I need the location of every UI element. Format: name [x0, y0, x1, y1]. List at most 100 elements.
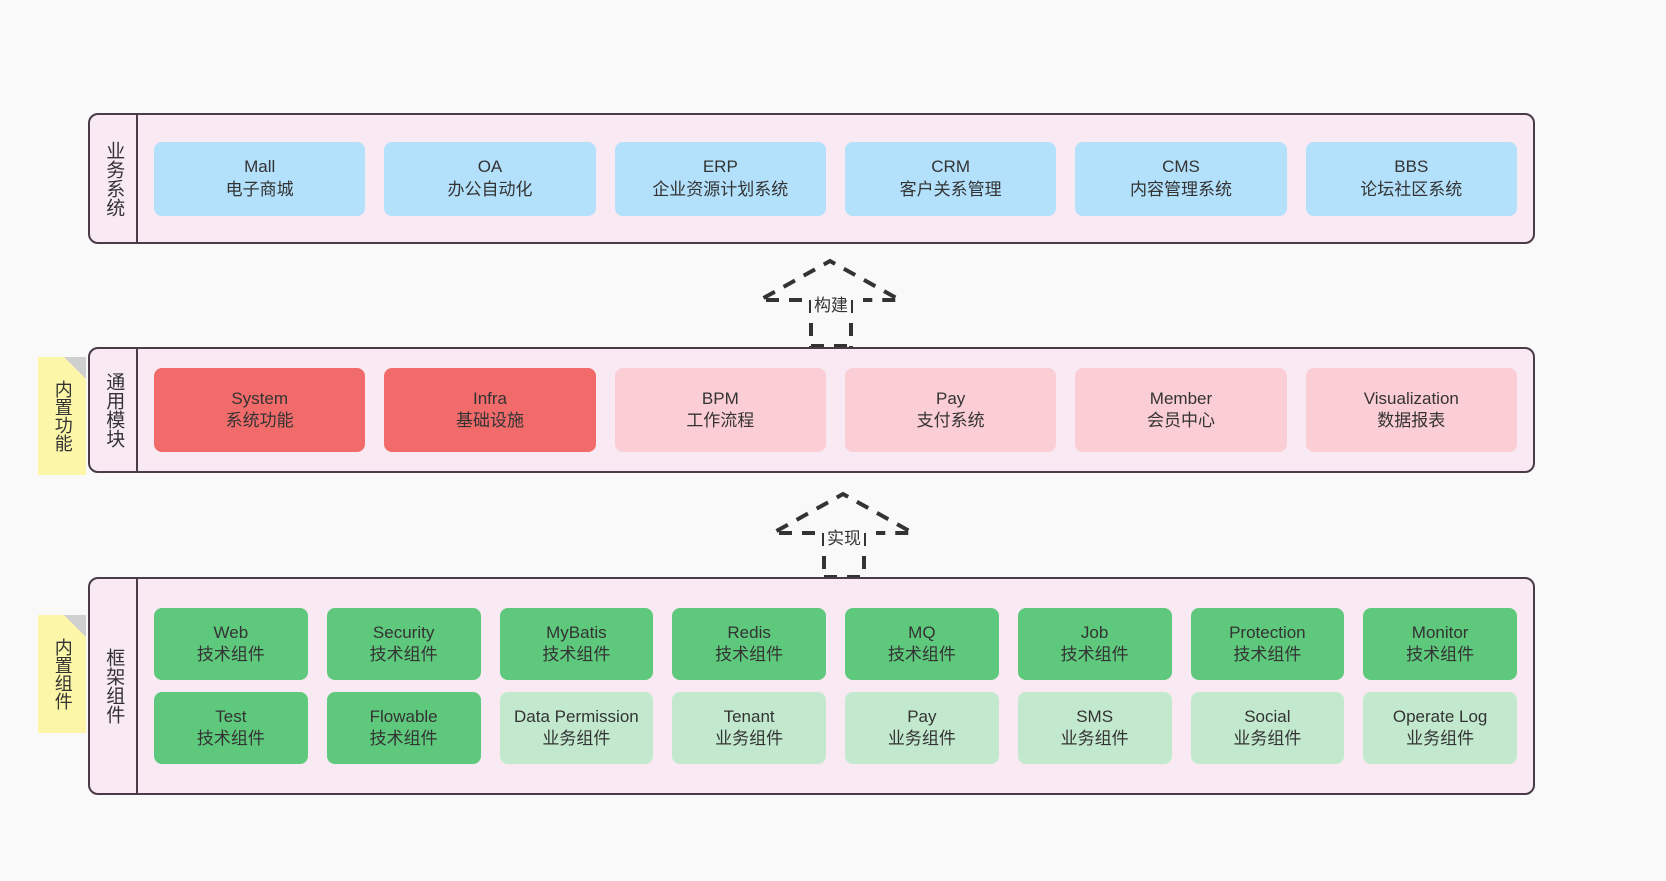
card-subtitle: 业务组件 [542, 729, 611, 748]
note-fold-corner-icon [64, 357, 86, 379]
card-title: OA [477, 157, 503, 177]
connector-build: 构建 [752, 258, 908, 348]
card-crm[interactable]: CRM 客户关系管理 [844, 141, 1057, 216]
card-title: MQ [908, 622, 936, 642]
card-mall[interactable]: Mall 电子商城 [154, 141, 366, 216]
card-job[interactable]: Job 技术组件 [1017, 608, 1172, 680]
card-title: CMS [1162, 157, 1200, 177]
card-bpm[interactable]: BPM 工作流程 [614, 368, 826, 452]
note-label: 内置功能 [52, 380, 73, 452]
card-title: SMS [1076, 706, 1114, 726]
card-subtitle: 基础设施 [455, 411, 524, 430]
note-builtin-components: 内置组件 [38, 615, 86, 733]
card-title: CRM [931, 157, 970, 177]
card-title: Operate Log [1392, 706, 1488, 726]
card-row: Web 技术组件 Security 技术组件 MyBatis 技术组件 Redi… [154, 608, 1517, 680]
card-subtitle: 技术组件 [542, 645, 611, 664]
card-operate-log[interactable]: Operate Log 业务组件 [1363, 692, 1517, 764]
card-subtitle: 数据报表 [1377, 411, 1446, 430]
card-row: System 系统功能 Infra 基础设施 BPM 工作流程 Pay 支付系统… [154, 368, 1517, 452]
card-subtitle: 内容管理系统 [1129, 179, 1232, 199]
card-subtitle: 工作流程 [686, 411, 755, 430]
layer-business-systems: 业务系统 Mall 电子商城 OA 办公自动化 ERP 企业资源计划系统 CRM… [88, 113, 1535, 244]
card-title: Job [1080, 622, 1109, 642]
card-title: Infra [472, 388, 507, 408]
layer-title-common-modules: 通用模块 [90, 349, 138, 471]
card-title: Monitor [1411, 622, 1469, 642]
card-title: ERP [702, 157, 738, 177]
card-subtitle: 业务组件 [1060, 729, 1129, 748]
card-subtitle: 系统功能 [225, 411, 294, 430]
card-protection[interactable]: Protection 技术组件 [1190, 608, 1345, 680]
card-title: Security [372, 622, 435, 642]
card-subtitle: 论坛社区系统 [1360, 179, 1463, 199]
card-redis[interactable]: Redis 技术组件 [672, 608, 826, 680]
card-infra[interactable]: Infra 基础设施 [384, 368, 596, 452]
card-mybatis[interactable]: MyBatis 技术组件 [499, 608, 654, 680]
card-subtitle: 业务组件 [1406, 729, 1475, 748]
layer-title-business-systems: 业务系统 [90, 115, 138, 242]
connector-implement-label: 实现 [824, 524, 864, 549]
card-title: Visualization [1363, 388, 1459, 408]
card-subtitle: 会员中心 [1146, 411, 1215, 430]
card-title: Member [1149, 388, 1213, 408]
card-subtitle: 技术组件 [1233, 645, 1302, 664]
card-oa[interactable]: OA 办公自动化 [384, 141, 596, 216]
card-title: Protection [1229, 622, 1306, 642]
card-sms[interactable]: SMS 业务组件 [1017, 692, 1172, 764]
card-title: Pay [936, 388, 966, 408]
card-pay-component[interactable]: Pay 业务组件 [845, 692, 999, 764]
card-title: Test [215, 706, 247, 726]
card-subtitle: 技术组件 [196, 645, 265, 664]
card-title: Flowable [369, 706, 438, 726]
card-subtitle: 技术组件 [715, 645, 784, 664]
card-pay[interactable]: Pay 支付系统 [844, 368, 1057, 452]
card-title: Tenant [723, 706, 775, 726]
card-monitor[interactable]: Monitor 技术组件 [1363, 608, 1517, 680]
card-data-permission[interactable]: Data Permission 业务组件 [499, 692, 654, 764]
connector-build-label: 构建 [811, 291, 851, 316]
layer-body-business-systems: Mall 电子商城 OA 办公自动化 ERP 企业资源计划系统 CRM 客户关系… [138, 115, 1533, 242]
card-subtitle: 办公自动化 [447, 179, 533, 199]
card-subtitle: 业务组件 [887, 729, 956, 748]
layer-title-framework-components: 框架组件 [90, 579, 138, 793]
card-bbs[interactable]: BBS 论坛社区系统 [1305, 141, 1517, 216]
card-tenant[interactable]: Tenant 业务组件 [672, 692, 826, 764]
card-subtitle: 业务组件 [715, 729, 784, 748]
card-subtitle: 技术组件 [887, 645, 956, 664]
note-fold-corner-icon [64, 615, 86, 637]
card-title: Mall [244, 157, 276, 177]
card-social[interactable]: Social 业务组件 [1190, 692, 1345, 764]
card-member[interactable]: Member 会员中心 [1075, 368, 1287, 452]
card-subtitle: 技术组件 [369, 645, 438, 664]
card-subtitle: 技术组件 [196, 729, 265, 748]
card-mq[interactable]: MQ 技术组件 [845, 608, 999, 680]
card-row: Mall 电子商城 OA 办公自动化 ERP 企业资源计划系统 CRM 客户关系… [154, 141, 1517, 216]
layer-body-framework-components: Web 技术组件 Security 技术组件 MyBatis 技术组件 Redi… [138, 579, 1533, 793]
layer-framework-components: 框架组件 Web 技术组件 Security 技术组件 MyBatis 技术组件… [88, 577, 1535, 795]
card-erp[interactable]: ERP 企业资源计划系统 [614, 141, 826, 216]
card-system[interactable]: System 系统功能 [154, 368, 366, 452]
card-security[interactable]: Security 技术组件 [326, 608, 481, 680]
layer-body-common-modules: System 系统功能 Infra 基础设施 BPM 工作流程 Pay 支付系统… [138, 349, 1533, 471]
card-row: Test 技术组件 Flowable 技术组件 Data Permission … [154, 692, 1517, 764]
connector-implement: 实现 [765, 491, 921, 579]
card-subtitle: 业务组件 [1233, 729, 1302, 748]
card-title: System [231, 388, 288, 408]
card-test[interactable]: Test 技术组件 [154, 692, 308, 764]
card-title: Pay [907, 706, 937, 726]
card-flowable[interactable]: Flowable 技术组件 [326, 692, 481, 764]
card-visualization[interactable]: Visualization 数据报表 [1305, 368, 1517, 452]
note-label: 内置组件 [52, 638, 73, 710]
card-web[interactable]: Web 技术组件 [154, 608, 308, 680]
layer-common-modules: 通用模块 System 系统功能 Infra 基础设施 BPM 工作流程 Pay… [88, 347, 1535, 473]
card-subtitle: 客户关系管理 [899, 179, 1002, 199]
note-builtin-features: 内置功能 [38, 357, 86, 475]
card-title: Social [1244, 706, 1291, 726]
card-subtitle: 企业资源计划系统 [652, 179, 789, 199]
card-cms[interactable]: CMS 内容管理系统 [1075, 141, 1287, 216]
card-subtitle: 电子商城 [225, 179, 294, 199]
card-subtitle: 技术组件 [369, 729, 438, 748]
card-subtitle: 技术组件 [1060, 645, 1129, 664]
